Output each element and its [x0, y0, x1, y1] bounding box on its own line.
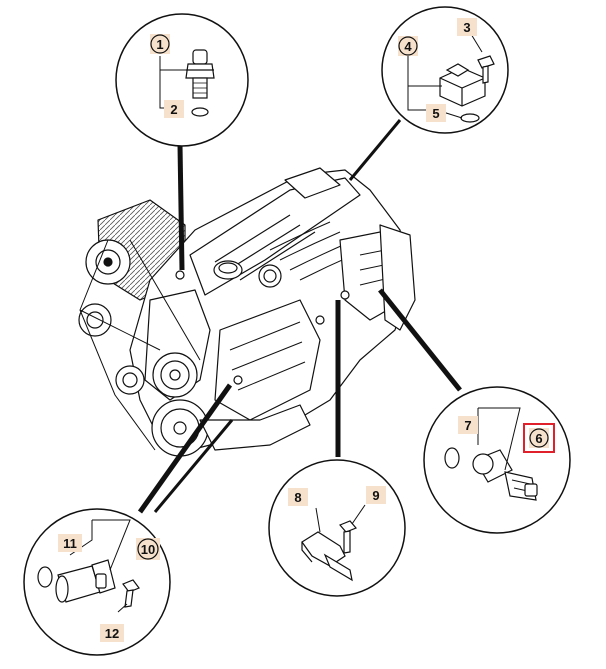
callout-label: 4	[404, 39, 412, 54]
callout-1: 1	[150, 34, 170, 54]
map-sensor-icon	[439, 63, 486, 107]
leader-lines	[137, 119, 462, 514]
callout-label: 9	[372, 488, 379, 503]
callout-5: 5	[426, 104, 446, 122]
callout-label: 3	[463, 20, 470, 35]
callout-9: 9	[366, 486, 386, 504]
callout-2: 2	[164, 100, 184, 118]
callout-label: 1	[156, 37, 163, 52]
callout-6-highlighted: 6	[523, 423, 555, 453]
engine-illustration	[78, 167, 416, 457]
bolt-icon	[477, 55, 495, 84]
callout-label: 6	[535, 431, 542, 446]
bolt-icon	[122, 579, 140, 608]
callout-label: 5	[432, 106, 439, 121]
callout-label: 2	[170, 102, 177, 117]
callout-7: 7	[458, 416, 478, 434]
detail-circle-c	[423, 386, 571, 534]
callout-3: 3	[457, 18, 477, 36]
callout-label: 7	[464, 418, 471, 433]
callout-8: 8	[288, 488, 308, 506]
callout-label: 8	[294, 490, 301, 505]
o-ring-icon	[444, 447, 460, 469]
callout-label: 11	[63, 536, 77, 551]
speed-sensor-icon	[472, 449, 538, 501]
callout-label: 10	[141, 542, 155, 557]
callout-11: 11	[58, 534, 82, 552]
detail-circle-a	[115, 13, 249, 147]
callout-label: 12	[105, 626, 119, 641]
o-ring-icon	[37, 566, 53, 588]
callout-12: 12	[100, 624, 124, 642]
callout-4: 4	[398, 36, 418, 56]
detail-circle-d	[268, 459, 406, 597]
pressure-sensor-icon	[185, 49, 215, 99]
bracket-sensor-icon	[301, 531, 353, 582]
detail-circle-e	[23, 508, 171, 656]
callout-10: 10	[136, 538, 160, 560]
cam-sensor-icon	[55, 559, 116, 603]
o-ring-icon	[191, 107, 209, 117]
